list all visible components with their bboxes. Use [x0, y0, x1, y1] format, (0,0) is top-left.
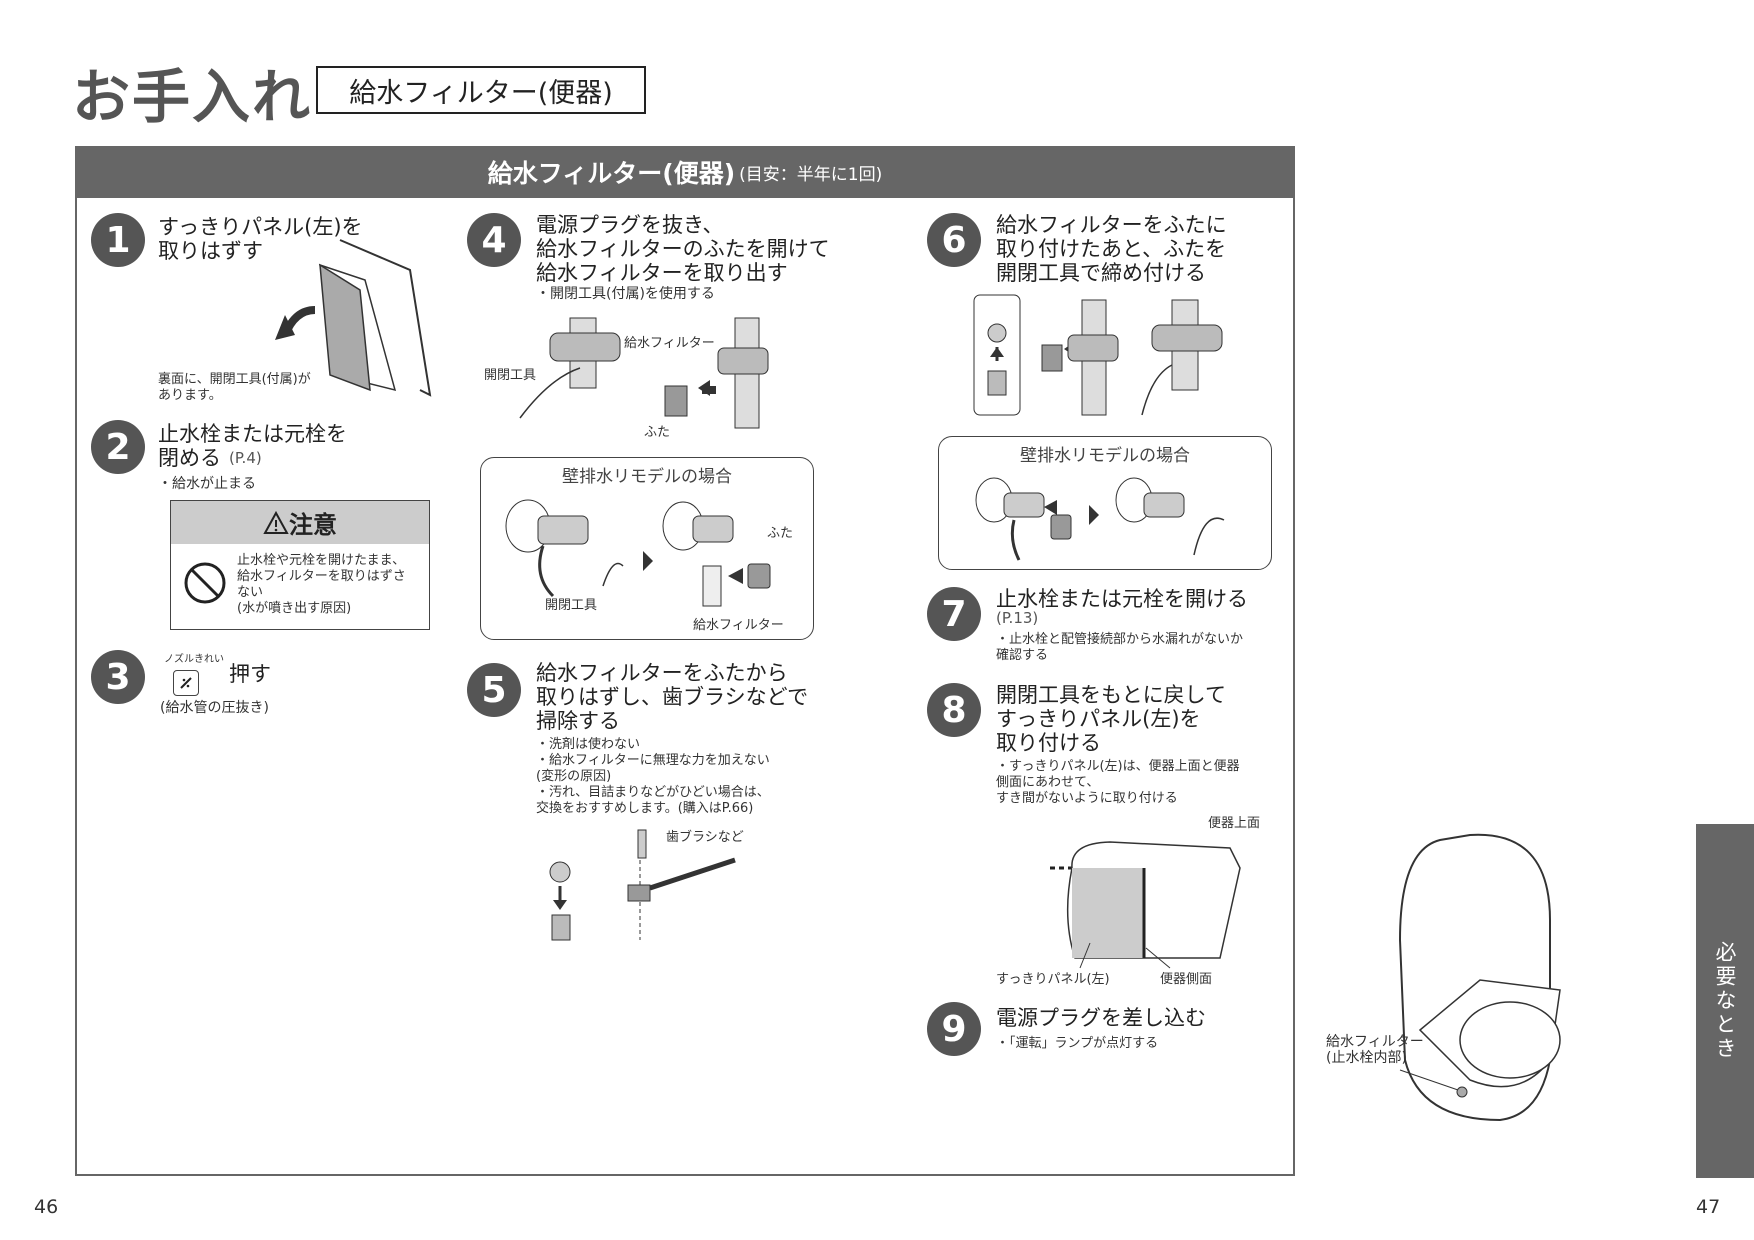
caution-title: 注意	[289, 511, 337, 539]
step-3-heading: 押す	[229, 662, 271, 686]
prohibited-icon	[184, 562, 226, 604]
nozzle-clean-button[interactable]	[173, 670, 199, 696]
step-9-number: 9	[927, 1002, 981, 1056]
filter-attach-illustration	[973, 294, 1223, 416]
caution-box: 注意 止水栓や元栓を開けたまま、 給水フィルターを取りはずさ ない (水が噴き出…	[170, 500, 430, 630]
side-tab-label: 必要なとき	[1713, 941, 1737, 1061]
section-header: 給水フィルター(便器) (目安：半年に1回)	[75, 146, 1295, 198]
toilet-illustration	[1398, 833, 1561, 1122]
brush-cleaning-illustration	[549, 829, 736, 941]
step-8-heading: 開閉工具をもとに戻して すっきりパネル(左)を 取り付ける	[996, 683, 1226, 755]
step-8-note: ・すっきりパネル(左)は、便器上面と便器 側面にあわせて、 すき間がないように取…	[996, 759, 1240, 806]
remodel-1-label-cap: ふた	[767, 526, 794, 541]
step-7-number: 7	[927, 587, 981, 641]
step-9-note: ・「運転」ランプが点灯する	[996, 1036, 1159, 1051]
step-4-number: 4	[467, 213, 521, 267]
remodel-box-1: 壁排水リモデルの場合 ふた 開閉工具 給水フィルター	[480, 457, 814, 640]
step-7-ref: (P.13)	[996, 609, 1039, 627]
remodel-1-label-tool: 開閉工具	[545, 598, 598, 613]
remodel-1-label-filter: 給水フィルター	[693, 618, 784, 633]
step-3-number: 3	[91, 650, 145, 704]
caution-header: 注意	[171, 501, 429, 544]
step-7-heading: 止水栓または元栓を開ける	[996, 587, 1248, 611]
toilet-filter-label: 給水フィルター (止水栓内部)	[1326, 1034, 1424, 1066]
step-1-number: 1	[91, 213, 145, 267]
filter-removal-illustration	[519, 317, 769, 429]
step-2-heading: 止水栓または元栓を 閉める	[158, 422, 347, 470]
page-number-right: 47	[1696, 1196, 1721, 1218]
step-8-label-side: 便器側面	[1160, 972, 1213, 987]
panel-fit-diagram	[1050, 841, 1241, 969]
nozzle-button-label: ノズルきれい	[164, 654, 224, 665]
page-title: お手入れ	[72, 63, 313, 131]
step-2-number: 2	[91, 420, 145, 474]
step-4-heading: 電源プラグを抜き、 給水フィルターのふたを開けて 給水フィルターを取り出す	[536, 213, 830, 285]
warning-icon	[263, 510, 289, 534]
remodel-2-illustration	[975, 477, 1225, 561]
step-4-label-tool: 開閉工具	[484, 368, 537, 383]
page-number-left: 46	[34, 1196, 59, 1218]
step-5-heading: 給水フィルターをふたから 取りはずし、歯ブラシなどで 掃除する	[536, 661, 809, 733]
header-sub: (目安：半年に1回)	[739, 164, 883, 185]
step-2-ref: (P.4)	[229, 449, 262, 467]
remodel-box-2: 壁排水リモデルの場合	[938, 436, 1272, 570]
step-5-number: 5	[467, 663, 521, 717]
panel-removal-illustration	[275, 239, 432, 397]
step-8-number: 8	[927, 683, 981, 737]
step-8-label-panel: すっきりパネル(左)	[996, 972, 1110, 987]
step-5-label-brush: 歯ブラシなど	[666, 830, 744, 845]
step-2-note: ・給水が止まる	[158, 476, 256, 492]
step-9-heading: 電源プラグを差し込む	[996, 1006, 1206, 1030]
remodel-box-2-title: 壁排水リモデルの場合	[1020, 446, 1190, 466]
step-1-heading: すっきりパネル(左)を 取りはずす	[158, 215, 363, 263]
step-7-note: ・止水栓と配管接続部から水漏れがないか 確認する	[996, 632, 1244, 663]
caution-text: 止水栓や元栓を開けたまま、 給水フィルターを取りはずさ ない (水が噴き出す原因…	[237, 553, 406, 616]
side-tab[interactable]: 必要なとき	[1696, 824, 1754, 1178]
step-3-note: (給水管の圧抜き)	[160, 700, 269, 716]
section-label: 給水フィルター(便器)	[316, 66, 646, 114]
remodel-box-1-title: 壁排水リモデルの場合	[562, 467, 732, 487]
remodel-1-illustration	[505, 499, 771, 607]
step-6-number: 6	[927, 213, 981, 267]
step-1-caption: 裏面に、開閉工具(付属)が あります。	[158, 372, 311, 403]
nozzle-icon	[180, 677, 192, 689]
header-main: 給水フィルター(便器)	[487, 159, 736, 188]
step-4-label-cap: ふた	[644, 425, 671, 440]
step-4-note: ・開閉工具(付属)を使用する	[536, 286, 715, 302]
step-6-heading: 給水フィルターをふたに 取り付けたあと、ふたを 開閉工具で締め付ける	[996, 213, 1227, 285]
step-8-label-top: 便器上面	[1208, 816, 1261, 831]
step-5-note: ・洗剤は使わない ・給水フィルターに無理な力を加えない (変形の原因) ・汚れ、…	[536, 737, 770, 816]
step-4-label-filter: 給水フィルター	[624, 336, 715, 351]
